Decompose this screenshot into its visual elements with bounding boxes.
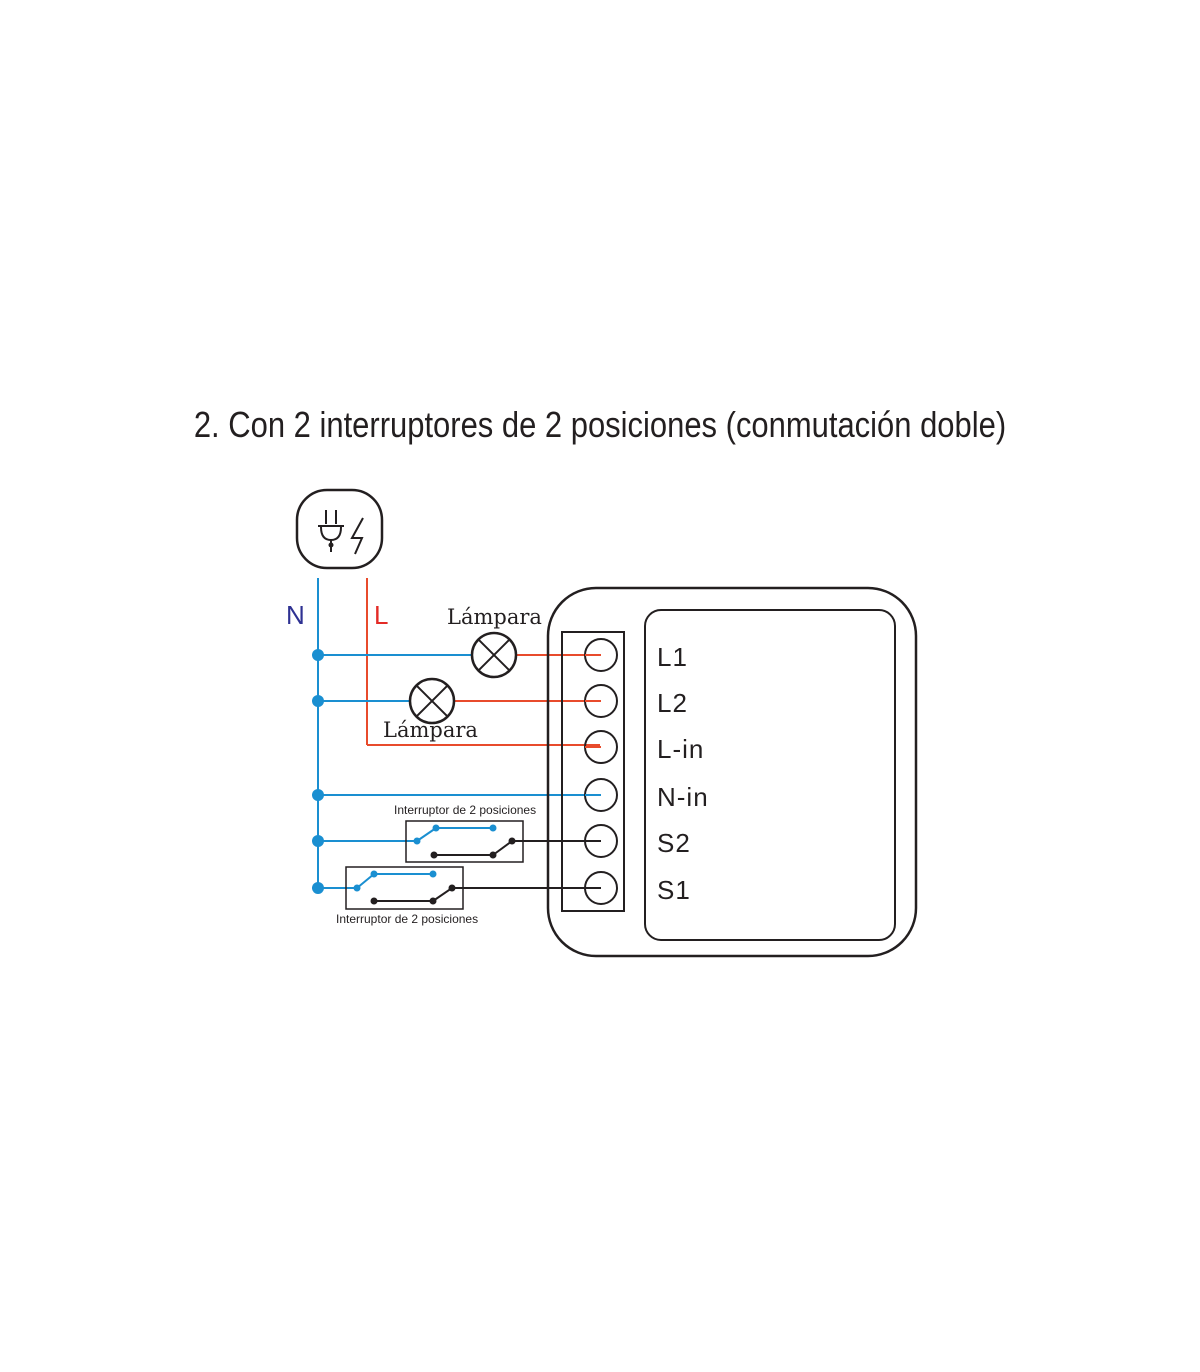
lamp1-label: Lámpara — [447, 605, 542, 629]
lamp1-icon — [470, 631, 518, 679]
module-outer-frame — [546, 586, 918, 958]
relay-module: L1 L2 L-in N-in S2 S1 — [546, 586, 918, 958]
diagram-title: 2. Con 2 interruptores de 2 posiciones (… — [193, 404, 1007, 445]
terminal-label-s1: S1 — [657, 875, 691, 905]
neutral-bus-label: N — [286, 600, 305, 630]
line-bus-label: L — [374, 600, 388, 630]
terminal-label-n-in: N-in — [657, 782, 709, 812]
switch-s2-label: Interruptor de 2 posiciones — [394, 803, 536, 817]
terminal-label-l-in: L-in — [657, 734, 704, 764]
terminal-screws — [584, 638, 618, 905]
switch-s1-label: Interruptor de 2 posiciones — [336, 912, 478, 926]
power-source-frame — [295, 488, 384, 570]
lamp2-icon — [408, 677, 456, 725]
lamp2-label: Lámpara — [383, 718, 478, 742]
lamp1-circuit — [318, 631, 600, 679]
lightning-icon — [350, 517, 364, 555]
terminal-label-l1: L1 — [657, 642, 688, 672]
switch-s1 — [318, 866, 600, 910]
module-label-panel — [644, 609, 896, 941]
terminal-block — [561, 631, 625, 912]
lamp2-circuit — [318, 677, 600, 725]
plug-icon — [318, 510, 344, 552]
power-source — [295, 488, 384, 570]
switch-s2 — [318, 820, 600, 863]
terminal-label-s2: S2 — [657, 828, 691, 858]
terminal-label-l2: L2 — [657, 688, 688, 718]
neutral-bus — [312, 578, 324, 894]
